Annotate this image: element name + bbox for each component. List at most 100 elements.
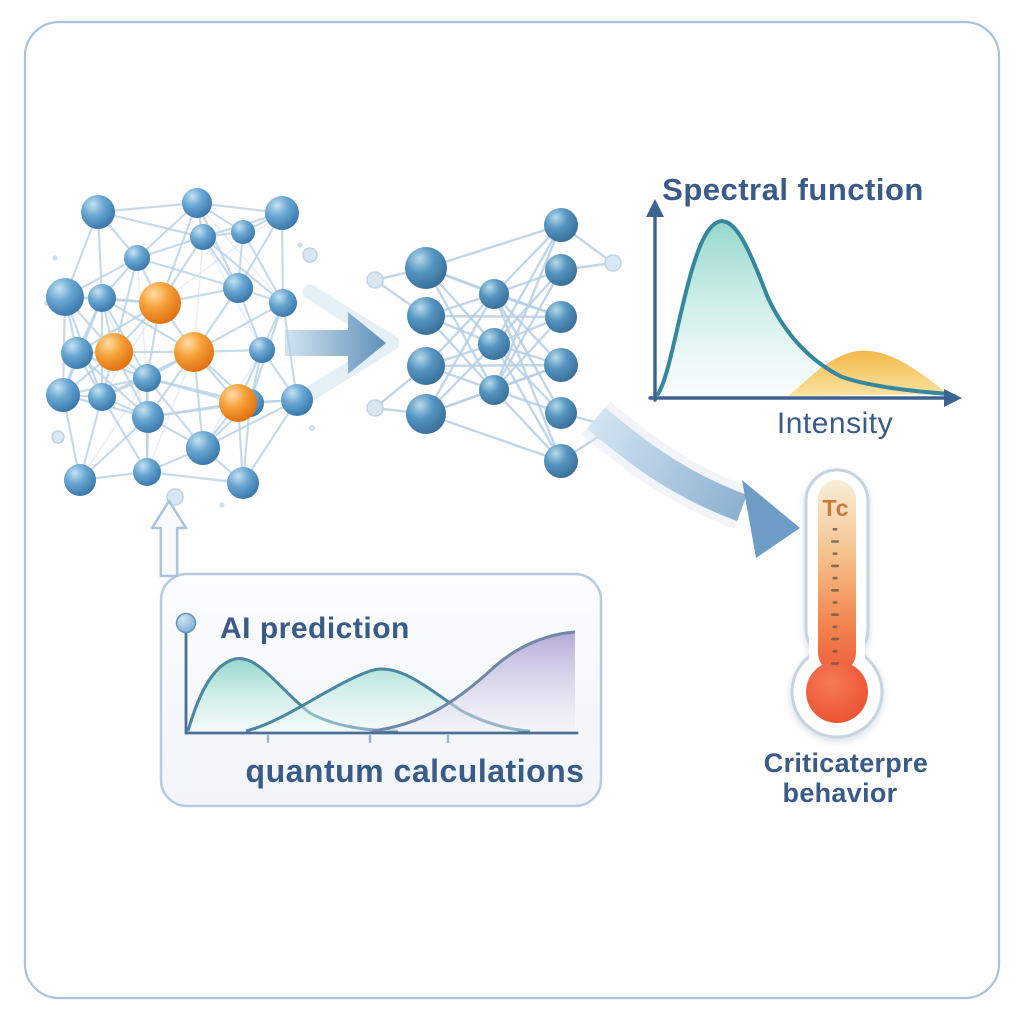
network-edge — [492, 224, 563, 345]
lattice-to-network-arrow-icon — [285, 312, 386, 374]
lattice-atom-blue — [64, 464, 96, 496]
thermometer-tick — [831, 662, 839, 665]
spectral-secondary-curve — [788, 350, 948, 396]
lattice-bond — [136, 256, 239, 290]
lattice-atom-blue — [133, 364, 161, 392]
lattice-atom-blue — [124, 245, 150, 271]
lattice-bond — [242, 399, 298, 484]
spectral-main-curve — [656, 218, 950, 396]
lattice-bond-faint — [136, 257, 148, 379]
critical-behavior-caption-line2: behavior — [783, 778, 898, 808]
prediction-chart — [175, 612, 579, 743]
lattice-bond — [281, 302, 299, 401]
intensity-label: Intensity — [777, 407, 893, 440]
lattice-debris-dot — [52, 255, 58, 261]
network-node — [544, 444, 578, 478]
lattice-atom-blue — [81, 195, 115, 229]
network-node — [544, 348, 578, 382]
prediction-curve-3-fill — [372, 632, 575, 731]
lattice-atom-orange — [219, 384, 257, 422]
thermometer-tick — [831, 540, 839, 543]
thermometer-tick — [832, 625, 838, 629]
lattice-atom-blue — [61, 337, 93, 369]
thermometer-tick — [832, 601, 838, 604]
thermometer-tick — [831, 589, 839, 592]
lattice-bond-faint — [146, 351, 195, 473]
network-edge — [425, 223, 562, 270]
spectral-function-chart: Spectral function Intensity — [646, 172, 962, 440]
network-node — [479, 279, 509, 309]
lattice-bond-faint — [196, 202, 284, 304]
y-axis-arrowhead-icon — [646, 199, 664, 217]
critical-behavior-caption-line1: Criticaterpre — [764, 748, 928, 778]
lattice-atom-blue — [281, 384, 313, 416]
network-node — [478, 328, 510, 360]
lattice-atom-blue — [186, 431, 220, 465]
lattice-bond — [196, 202, 239, 289]
ai-prediction-label: AI prediction — [220, 612, 410, 645]
lattice-debris-dot — [297, 242, 303, 248]
network-edge — [492, 269, 563, 391]
thermometer-tick — [832, 650, 838, 653]
network-node — [545, 397, 577, 429]
network-pale-node — [604, 254, 622, 272]
thermometer-scale — [831, 528, 839, 665]
thermometer-tick — [832, 576, 838, 580]
lattice-bond — [202, 236, 284, 304]
lattice-bond — [146, 470, 244, 485]
lattice-atom-blue — [190, 224, 216, 250]
lattice-atom-blue — [269, 289, 297, 317]
lattice-pale-node — [166, 488, 184, 506]
network-node — [406, 394, 446, 434]
panel-to-lattice-arrow-icon — [150, 499, 188, 578]
network-node — [544, 208, 578, 242]
axis-ball-marker-icon — [175, 612, 197, 634]
thermometer-tick — [831, 564, 839, 568]
lattice-atom-blue — [88, 284, 116, 312]
spectral-main-curve-fill — [658, 221, 948, 394]
lattice-debris-dot — [219, 502, 225, 508]
lattice-bond-faint — [159, 212, 283, 304]
faint-chevron-arrow — [302, 284, 400, 402]
lattice-atom-orange — [174, 332, 214, 372]
thermometer-tick — [831, 637, 839, 641]
thermometer-tube — [818, 480, 856, 672]
x-axis-arrowhead-icon — [944, 389, 962, 407]
network-pale-node — [366, 399, 384, 417]
spectral-function-title: Spectral function — [662, 172, 924, 207]
network-node — [407, 297, 445, 335]
lattice-atom-blue — [133, 458, 161, 486]
lattice-atom-orange — [95, 333, 133, 371]
lattice-atom-blue — [265, 196, 299, 230]
thermometer-bulb — [806, 661, 868, 723]
network-to-thermometer-arrow-icon — [581, 401, 800, 558]
network-edge — [492, 224, 563, 391]
quantum-calculations-label: quantum calculations — [246, 753, 585, 789]
network-edge — [425, 314, 562, 319]
lattice-atom-blue — [46, 278, 84, 316]
lattice-atom-blue — [46, 378, 80, 412]
lattice-pale-node — [51, 430, 65, 444]
neural-network — [366, 208, 622, 478]
network-pale-node — [366, 271, 384, 289]
thermometer-tick — [831, 613, 839, 616]
thermometer-tick — [832, 528, 838, 531]
lattice-atom-blue — [249, 337, 275, 363]
lattice-atom-blue — [223, 273, 253, 303]
network-edge — [425, 363, 562, 368]
network-node — [405, 247, 447, 289]
lattice-pale-node — [302, 247, 318, 263]
crystal-lattice — [44, 188, 318, 508]
network-edge — [493, 316, 562, 391]
prediction-curve-3 — [371, 630, 576, 733]
lattice-debris-dot — [309, 425, 315, 431]
thermometer: Tc — [790, 468, 884, 739]
lattice-atom-blue — [227, 467, 259, 499]
network-edge — [424, 293, 496, 415]
prediction-panel: AI prediction quantum calculations — [150, 499, 603, 808]
thermometer-tick — [832, 552, 838, 555]
prediction-curve-1-fill — [188, 658, 398, 731]
lattice-bond — [101, 396, 148, 473]
